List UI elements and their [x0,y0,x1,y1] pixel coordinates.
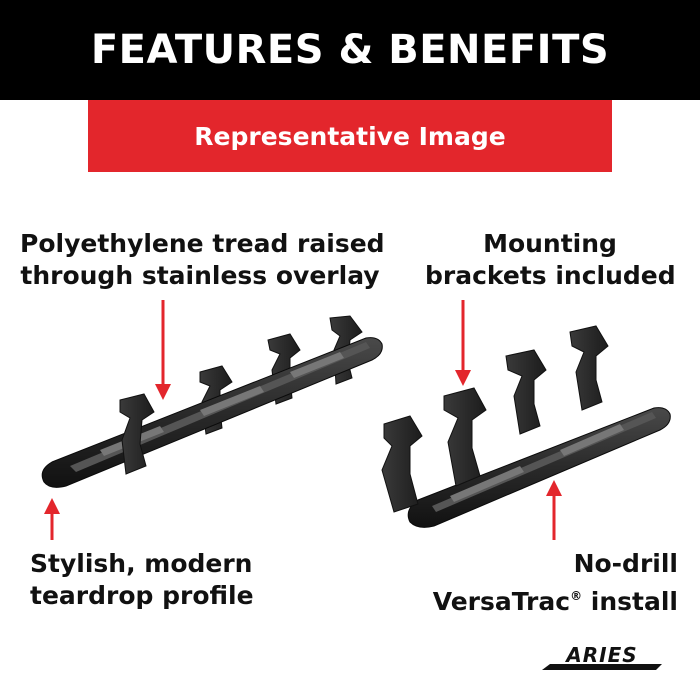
callout-brackets-line1: Mounting [483,229,617,258]
representative-banner: Representative Image [88,100,612,172]
callout-install: No-drill VersaTrac® install [430,548,678,618]
arrow-profile-icon [44,498,60,540]
install-text: install [582,587,678,616]
registered-mark: ® [570,589,583,603]
callout-profile-line1: Stylish, modern [30,549,253,578]
versatrac-text: VersaTrac [432,587,571,616]
running-board-right-icon [381,325,671,528]
arrow-install-icon [546,480,562,540]
running-board-left-icon [41,315,383,488]
arrow-tread-icon [155,300,171,400]
callout-tread: Polyethylene tread raised through stainl… [20,228,385,292]
callout-tread-line1: Polyethylene tread raised [20,229,385,258]
aries-logo: ARIES [542,643,662,670]
arrow-brackets-icon [455,300,471,386]
arrows [44,300,562,540]
page-title: FEATURES & BENEFITS [90,27,610,73]
callout-tread-line2: through stainless overlay [20,261,380,290]
callout-profile: Stylish, modern teardrop profile [30,548,254,612]
callout-brackets: Mounting brackets included [425,228,676,292]
callout-brackets-line2: brackets included [425,261,676,290]
callout-profile-line2: teardrop profile [30,581,254,610]
header-bar: FEATURES & BENEFITS [0,0,700,100]
callout-install-line2: VersaTrac® install [430,580,678,618]
banner-label: Representative Image [194,121,506,151]
logo-text: ARIES [564,643,637,667]
callout-install-line1: No-drill [573,549,678,578]
